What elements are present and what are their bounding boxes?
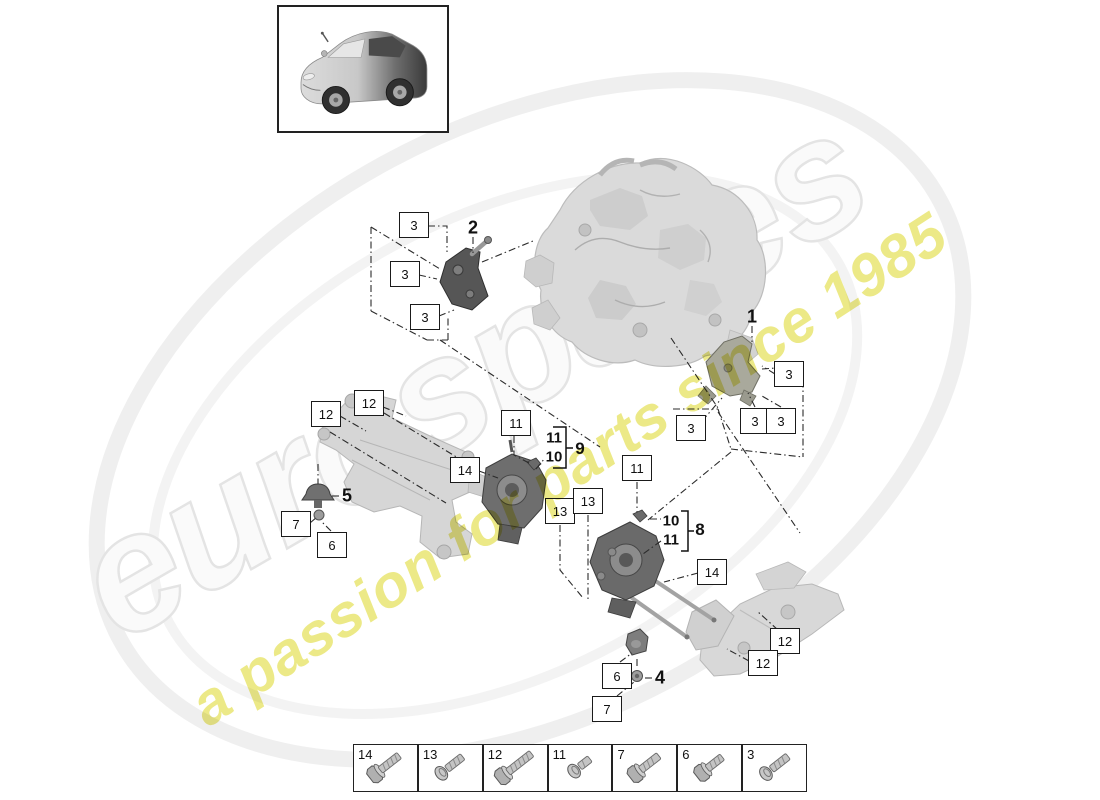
callout-box-12[interactable]: 12 (770, 628, 800, 654)
legend-cell-14[interactable]: 14 (353, 744, 418, 792)
legend-number: 3 (747, 747, 755, 762)
engine-support-bracket-1 (697, 335, 761, 407)
part-label-5: 5 (341, 485, 353, 506)
callout-box-3[interactable]: 3 (410, 304, 440, 330)
buffer-stop-4 (625, 628, 649, 682)
legend-cell-13[interactable]: 13 (417, 744, 483, 792)
group8-bottom-number: 11 (663, 531, 679, 549)
hex-bolt-icon (366, 752, 402, 784)
callout-box-11[interactable]: 11 (501, 410, 531, 436)
callout-box-6[interactable]: 6 (602, 663, 632, 689)
hex-bolt-icon (626, 752, 661, 783)
legend-cell-11[interactable]: 11 (547, 744, 613, 792)
legend-number: 7 (617, 747, 625, 762)
group8-assembly-number: 8 (695, 520, 705, 539)
callout-box-14[interactable]: 14 (697, 559, 727, 585)
legend-cell-6[interactable]: 6 (677, 744, 743, 792)
mount-stop-5 (301, 483, 335, 521)
callout-box-3[interactable]: 3 (774, 361, 804, 387)
legend-number: 12 (487, 747, 503, 762)
callout-box-13[interactable]: 13 (573, 488, 603, 514)
assembly-brackets (553, 426, 694, 552)
callout-box-12[interactable]: 12 (311, 401, 341, 427)
engine-mount-left (481, 439, 547, 545)
vehicle-thumbnail-box (277, 5, 449, 133)
callout-box-3[interactable]: 3 (676, 415, 706, 441)
engine-illustration (523, 157, 767, 367)
hex-bolt-icon (692, 754, 725, 782)
callout-box-3[interactable]: 3 (399, 212, 429, 238)
callout-box-3[interactable]: 3 (740, 408, 770, 434)
callout-box-11[interactable]: 11 (622, 455, 652, 481)
callout-box-7[interactable]: 7 (281, 511, 311, 537)
group8-top-number: 10 (662, 512, 680, 530)
group9-assembly-number: 9 (575, 439, 585, 458)
legend-cell-3[interactable]: 3 (742, 744, 808, 792)
engine-support-bracket-2 (439, 236, 492, 311)
legend-number: 6 (682, 747, 690, 762)
vehicle-thumbnail (300, 31, 428, 115)
legend-cell-7[interactable]: 7 (612, 744, 678, 792)
part-label-2: 2 (467, 217, 479, 238)
group9-top-number: 11 (546, 429, 562, 447)
pan-screw-icon (434, 753, 466, 781)
fastener-legend: 14 13 12 11 7 6 3 (353, 744, 808, 792)
part-label-4: 4 (654, 667, 666, 688)
hex-bolt-icon (493, 750, 534, 786)
legend-number: 13 (422, 747, 438, 762)
part-label-1: 1 (746, 306, 758, 327)
engine-mount-right (589, 521, 717, 640)
callout-box-3[interactable]: 3 (766, 408, 796, 434)
leader-lines (309, 225, 804, 697)
legend-number: 11 (552, 747, 567, 762)
callout-box-12[interactable]: 12 (748, 650, 778, 676)
legend-number: 14 (358, 747, 373, 762)
pan-screw-icon (567, 755, 593, 779)
callout-box-7[interactable]: 7 (592, 696, 622, 722)
callout-box-6[interactable]: 6 (317, 532, 347, 558)
callout-box-14[interactable]: 14 (450, 457, 480, 483)
pan-screw-icon (758, 753, 790, 781)
group9-bottom-number: 10 (545, 448, 563, 466)
callout-box-12[interactable]: 12 (354, 390, 384, 416)
callout-box-3[interactable]: 3 (390, 261, 420, 287)
legend-cell-12[interactable]: 12 (482, 744, 548, 792)
